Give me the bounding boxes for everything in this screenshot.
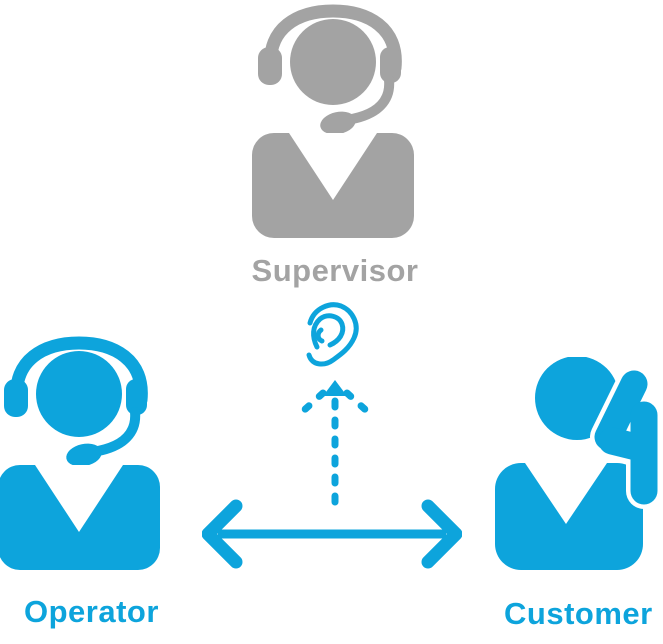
supervisor-label: Supervisor [251, 253, 419, 288]
customer-node [488, 357, 663, 572]
call-double-arrow-icon [202, 499, 462, 569]
person-headset-icon [252, 4, 414, 238]
person-phone-icon [495, 357, 662, 570]
person-headset-icon [0, 336, 160, 570]
customer-label: Customer [504, 596, 653, 631]
operator-label: Operator [24, 594, 159, 629]
ear-icon [297, 300, 363, 372]
listen-dashed-arrow-icon [297, 380, 373, 510]
operator-node [0, 334, 162, 570]
supervisor-node [250, 2, 416, 238]
